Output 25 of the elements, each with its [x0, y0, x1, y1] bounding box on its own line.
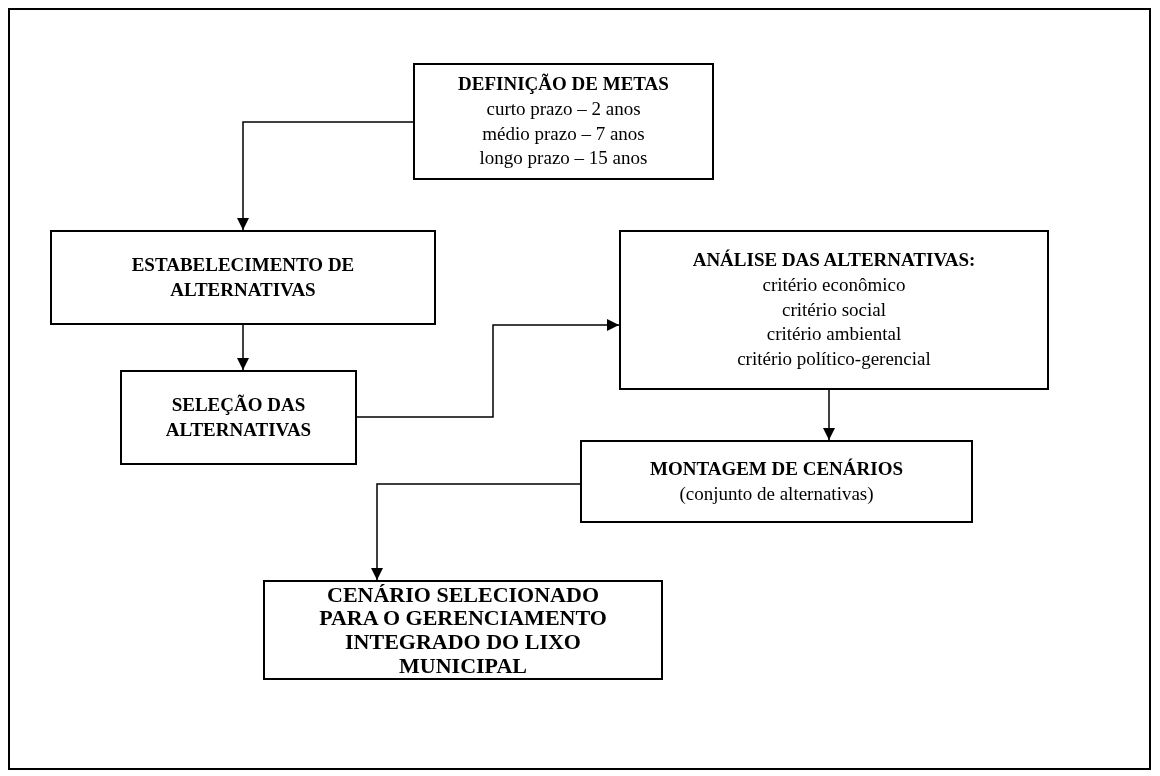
arrow [371, 483, 581, 581]
box-text: médio prazo – 7 anos [482, 121, 645, 146]
box-text: critério ambiental [766, 322, 902, 347]
box-text: (conjunto de alternativas) [679, 481, 874, 506]
box-heading: SELEÇÃO DAS ALTERNATIVAS [164, 392, 313, 442]
process-box [120, 370, 357, 465]
box-heading: MONTAGEM DE CENÁRIOS [650, 456, 903, 481]
box-heading: CENÁRIO SELECIONADO PARA O GERENCIAMENTO INTEGRADO DO LIXO MUNICIPAL [318, 582, 608, 678]
arrow [237, 121, 414, 231]
arrow [237, 324, 249, 371]
process-box [50, 230, 436, 325]
process-box [263, 580, 663, 680]
box-text: critério político-gerencial [737, 347, 931, 372]
arrow [356, 319, 620, 418]
box-heading: ESTABELECIMENTO DE ALTERNATIVAS [130, 252, 356, 302]
box-text: longo prazo – 15 anos [479, 146, 648, 171]
process-box [619, 230, 1049, 390]
process-box [413, 63, 714, 180]
box-text: critério econômico [762, 272, 906, 297]
box-heading: ANÁLISE DAS ALTERNATIVAS: [692, 248, 976, 273]
arrow [823, 389, 835, 441]
box-text: critério social [782, 297, 886, 322]
box-text: curto prazo – 2 anos [486, 96, 641, 121]
box-heading: DEFINIÇÃO DE METAS [458, 72, 669, 97]
process-box [580, 440, 973, 523]
